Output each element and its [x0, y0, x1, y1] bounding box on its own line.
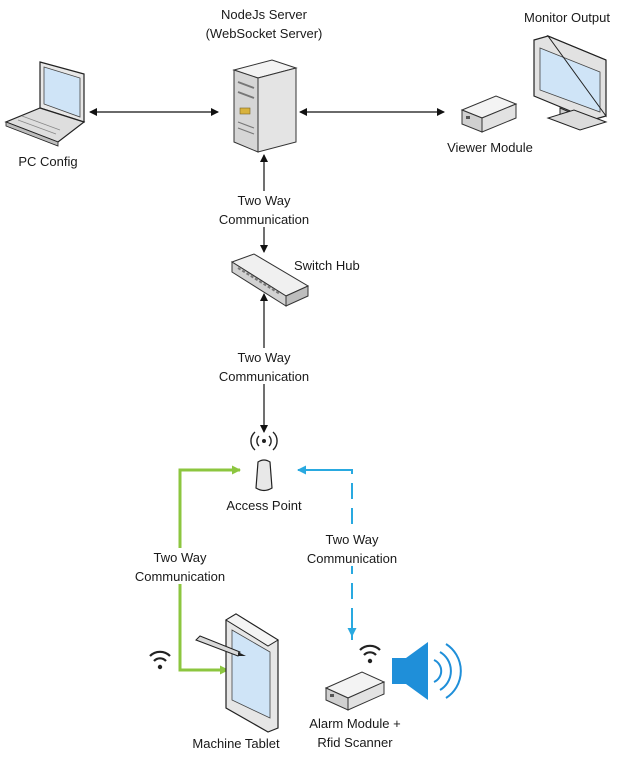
tablet-wifi-icon [149, 650, 171, 670]
access-point-label: Access Point [226, 498, 302, 513]
viewer-module-label: Viewer Module [447, 140, 533, 155]
speaker-icon [392, 642, 462, 700]
server-label-line1: NodeJs Server [221, 7, 308, 22]
switch-hub-label: Switch Hub [294, 258, 360, 273]
switch-icon[interactable] [230, 253, 310, 307]
link-switch-ap-label-line1: Two Way [238, 350, 291, 365]
link-ap-tablet-label-line1: Two Way [154, 550, 207, 565]
alarm-wifi-icon [359, 644, 381, 664]
link-switch-ap-label-line2: Communication [219, 369, 309, 384]
link-ap-alarm [297, 465, 357, 640]
link-ap-tablet-label-line2: Communication [135, 569, 225, 584]
access-point-icon[interactable] [250, 431, 278, 492]
link-ap-alarm-label-line2: Communication [307, 551, 397, 566]
server-label-line2: (WebSocket Server) [206, 26, 323, 41]
link-server-switch-label-line1: Two Way [238, 193, 291, 208]
tablet-icon[interactable] [225, 613, 279, 733]
alarm-module-label-line2: Rfid Scanner [317, 735, 393, 750]
monitor-icon[interactable] [533, 34, 608, 131]
machine-tablet-label: Machine Tablet [192, 736, 280, 751]
server-icon[interactable] [232, 59, 298, 153]
monitor-output-label: Monitor Output [524, 10, 610, 25]
pc-config-label: PC Config [18, 154, 77, 169]
laptop-icon[interactable] [4, 61, 86, 147]
stylus-icon [195, 635, 246, 657]
link-ap-alarm-label-line1: Two Way [326, 532, 379, 547]
link-server-switch-label-line2: Communication [219, 212, 309, 227]
alarm-module-label-line1: Alarm Module + [309, 716, 400, 731]
viewer-box-icon[interactable] [460, 95, 518, 133]
alarm-box-icon[interactable] [324, 671, 386, 711]
